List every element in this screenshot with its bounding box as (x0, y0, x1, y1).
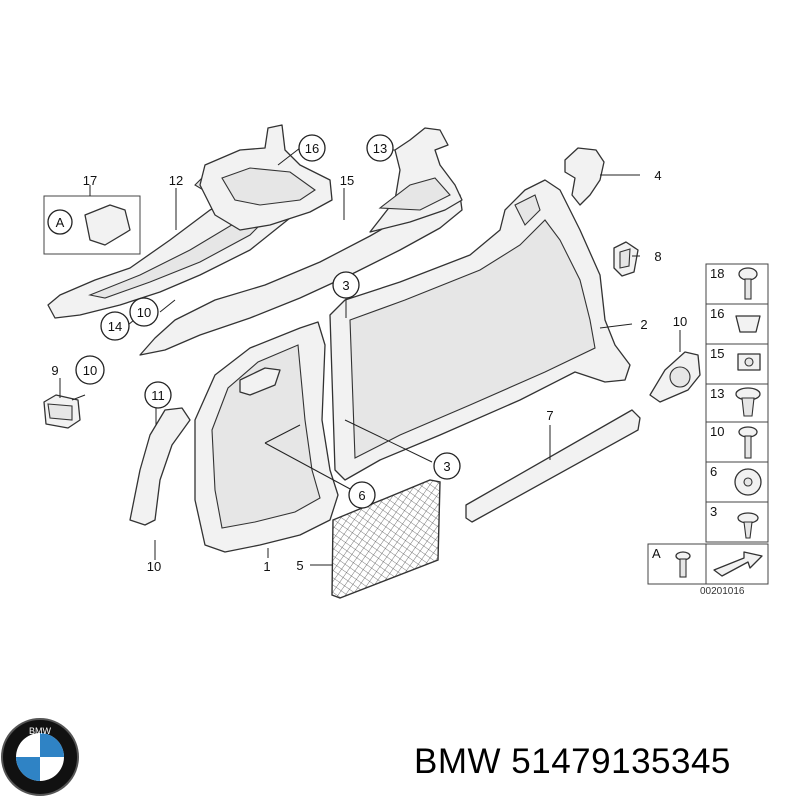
screw-icon (738, 267, 758, 300)
callout-labels: 17 12 16 13 15 4 8 2 10 3 10 14 9 10 11 … (51, 141, 687, 574)
legend-row-18: 18 (710, 266, 724, 281)
part-bracket-top (199, 124, 333, 231)
part-13-pillar (129, 407, 191, 526)
legend-row-16: 16 (710, 306, 724, 321)
callout-8: 8 (654, 249, 661, 264)
nut-clip-icon (737, 353, 761, 371)
push-rivet-icon (735, 387, 761, 417)
part-8-cover (613, 241, 639, 277)
callout-A: A (56, 215, 65, 230)
bolt-icon (738, 426, 758, 459)
part-number: 51479135345 (511, 742, 731, 781)
part-9-module (43, 394, 81, 429)
brand-name: BMW (414, 742, 502, 781)
callout-3-bottom: 3 (443, 459, 450, 474)
part-1-lower-panel (194, 321, 339, 553)
bmw-logo-lettering: BMW (29, 726, 52, 736)
bmw-logo: BMW (1, 718, 79, 796)
callout-16: 14 (108, 319, 122, 334)
callout-15: 13 (373, 141, 387, 156)
callout-6: 6 (358, 488, 365, 503)
callout-3-top: 3 (342, 278, 349, 293)
part-4-clip (564, 147, 605, 206)
fastener-legend: 18 16 15 13 10 6 3 (647, 263, 769, 585)
callout-10-lower: 10 (83, 363, 97, 378)
expansion-rivet-icon (737, 512, 759, 539)
callout-14: 12 (169, 173, 183, 188)
callout-19: 17 (83, 173, 97, 188)
callout-circles (47, 134, 461, 509)
callout-13: 11 (151, 388, 165, 403)
callout-11: 10 (673, 314, 687, 329)
callout-2: 2 (640, 317, 647, 332)
part-5-net (331, 479, 441, 599)
brand-part-number: BMW 51479135345 (414, 742, 731, 782)
legend-row-13: 13 (710, 386, 724, 401)
legend-row-10: 10 (710, 424, 724, 439)
callout-7: 7 (546, 408, 553, 423)
part-2-side-panel (329, 179, 631, 481)
clip-icon (735, 315, 761, 333)
washer-icon (734, 468, 762, 496)
callout-12: 10 (147, 559, 161, 574)
part-11-speaker-cover (649, 351, 701, 403)
callout-4: 4 (654, 168, 661, 183)
legend-row-3: 3 (710, 504, 717, 519)
callout-1: 1 (263, 559, 270, 574)
leader-lines (59, 147, 681, 566)
callout-10-upper: 10 (137, 305, 151, 320)
callout-5: 5 (296, 558, 303, 573)
legend-row-6: 6 (710, 464, 717, 479)
arrow-icon (713, 551, 763, 577)
part-7-strip (465, 409, 641, 523)
callout-17: 15 (340, 173, 354, 188)
callout-9: 9 (51, 363, 58, 378)
legend-row-15: 15 (710, 346, 724, 361)
screw-small-icon (675, 551, 691, 578)
legend-row-A: A (652, 546, 661, 561)
diagram-code: 00201016 (700, 586, 745, 597)
callout-18: 16 (305, 141, 319, 156)
part-17-sill-trim (139, 127, 463, 356)
